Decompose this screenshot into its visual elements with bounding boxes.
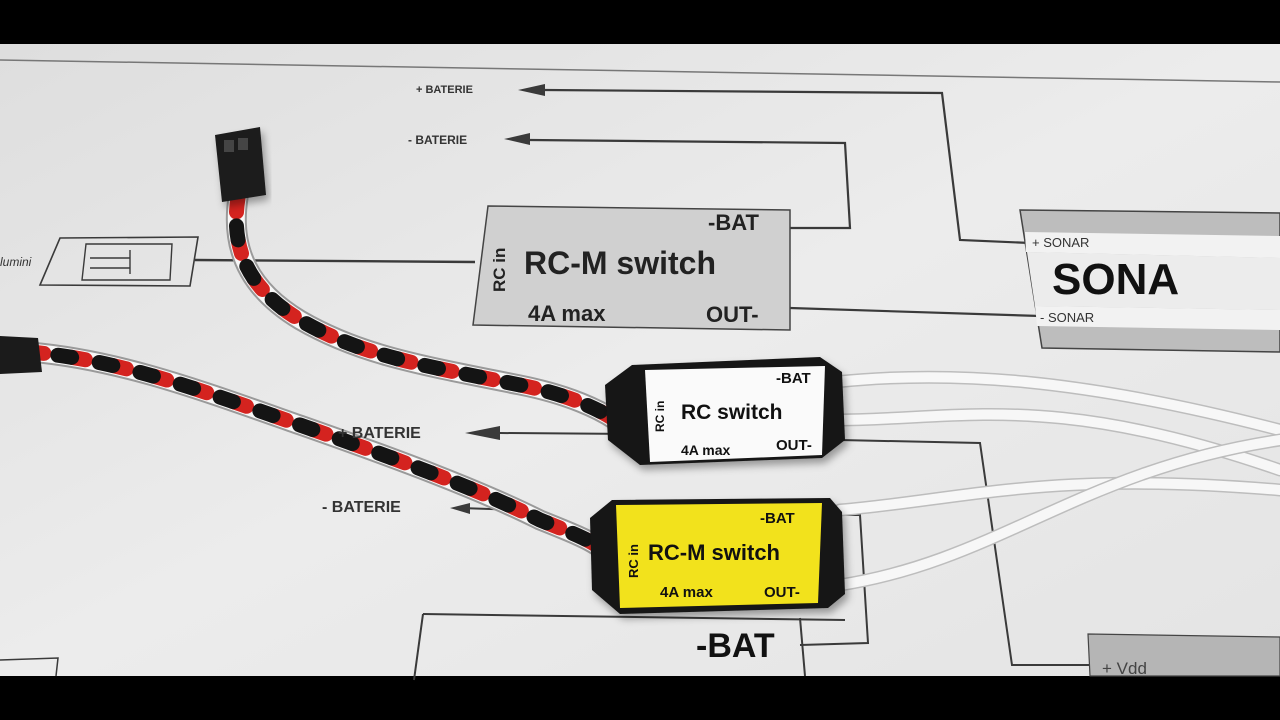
printed-sonar-box [1019, 209, 1280, 353]
sonar-minus-strip [1035, 306, 1280, 330]
vdd-label: + Vdd [1102, 659, 1147, 678]
printed-module-title: RC-M switch [524, 245, 716, 281]
lumini-connector-inner [81, 243, 173, 281]
printed-module-box [472, 205, 791, 331]
white-wire [830, 409, 1280, 475]
white-wire [835, 435, 1280, 590]
white-rc-switch-device [605, 357, 845, 465]
servo-connector [215, 127, 266, 202]
minus-baterie-mid-label: - BATERIE [322, 499, 401, 516]
yellow-switch-label [616, 503, 822, 608]
yellow-switch-out: OUT- [764, 584, 800, 601]
vdd-box [1087, 633, 1280, 677]
sonar-title-strip [1027, 252, 1280, 310]
servo-pin [224, 140, 234, 152]
bottom-box-inner-edge [799, 617, 806, 677]
yellow-switch-title: RC-M switch [648, 540, 780, 565]
twisted-cable-1 [228, 190, 623, 428]
yellow-rcm-switch-device [590, 498, 845, 614]
printed-out-label: OUT- [706, 302, 759, 327]
out-wire [789, 306, 1041, 318]
printed-bat-label: -BAT [708, 210, 759, 235]
yellow-switch-rc-in: RC in [626, 544, 641, 578]
white-switch-label [645, 366, 825, 462]
arrow-left-icon [450, 503, 470, 514]
white-wire [830, 372, 1280, 435]
plus-baterie-wire-top [544, 88, 1031, 245]
arrow-left-icon [518, 84, 545, 96]
twisted-cable-1 [228, 190, 623, 428]
left-connector-body [0, 336, 42, 374]
bottom-left-connector [0, 657, 59, 677]
twisted-cable-2 [22, 344, 608, 556]
bottom-box-bat-label: -BAT [696, 627, 775, 665]
bottom-box-left-edge [413, 613, 424, 681]
white-output-wires [828, 370, 1280, 592]
yellow-switch-rating: 4A max [660, 584, 713, 601]
white-switch-bat: -BAT [776, 370, 811, 387]
printed-rcm-module [472, 205, 791, 331]
paper-fold-line [0, 59, 1280, 83]
minus-baterie-wire-top [529, 138, 852, 230]
twisted-wires [19, 187, 626, 559]
sonar-title: SONA [1052, 255, 1179, 304]
sonar-plus-strip [1025, 232, 1280, 258]
white-switch-out: OUT- [776, 437, 812, 454]
white-wire [835, 478, 1280, 515]
arrow-left-icon [504, 133, 530, 145]
bottom-box-top-edge [422, 613, 846, 621]
printed-rc-in-label: RC in [490, 248, 509, 292]
lumini-connector-outline [38, 236, 199, 287]
plus-baterie-mid-label: + BATERIE [338, 425, 421, 442]
white-switch-rating: 4A max [681, 442, 731, 458]
arrow-left-icon [465, 426, 500, 440]
white-switch-title: RC switch [681, 401, 783, 424]
white-switch-rc-in: RC in [653, 401, 667, 432]
sonar-plus-label: + SONAR [1032, 235, 1089, 250]
yellow-switch-bat: -BAT [760, 510, 795, 527]
minus-baterie-top-label: - BATERIE [408, 133, 467, 147]
sonar-minus-label: - SONAR [1040, 310, 1094, 325]
lumini-label: lumini [0, 255, 32, 269]
plus-baterie-top-label: + BATERIE [416, 84, 473, 96]
out-wire-lower [839, 439, 1090, 666]
twisted-cable-2 [22, 344, 608, 556]
left-connector [0, 336, 42, 374]
servo-pin [238, 138, 248, 150]
printed-rating-label: 4A max [528, 301, 606, 326]
